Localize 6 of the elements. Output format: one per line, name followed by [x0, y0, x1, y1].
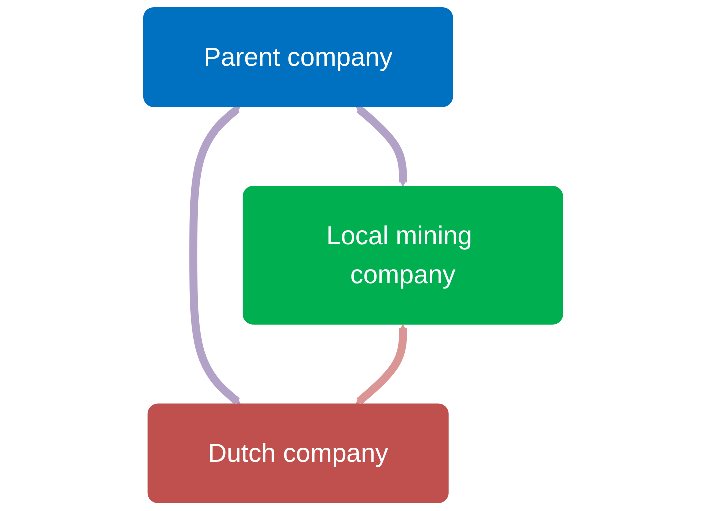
- node-box: Local mining company: [242, 186, 563, 325]
- arrow: [356, 324, 408, 405]
- node-box: Parent company: [143, 7, 453, 108]
- arrow: [189, 106, 240, 405]
- node-box: Dutch company: [147, 404, 448, 504]
- arrow: [356, 106, 408, 188]
